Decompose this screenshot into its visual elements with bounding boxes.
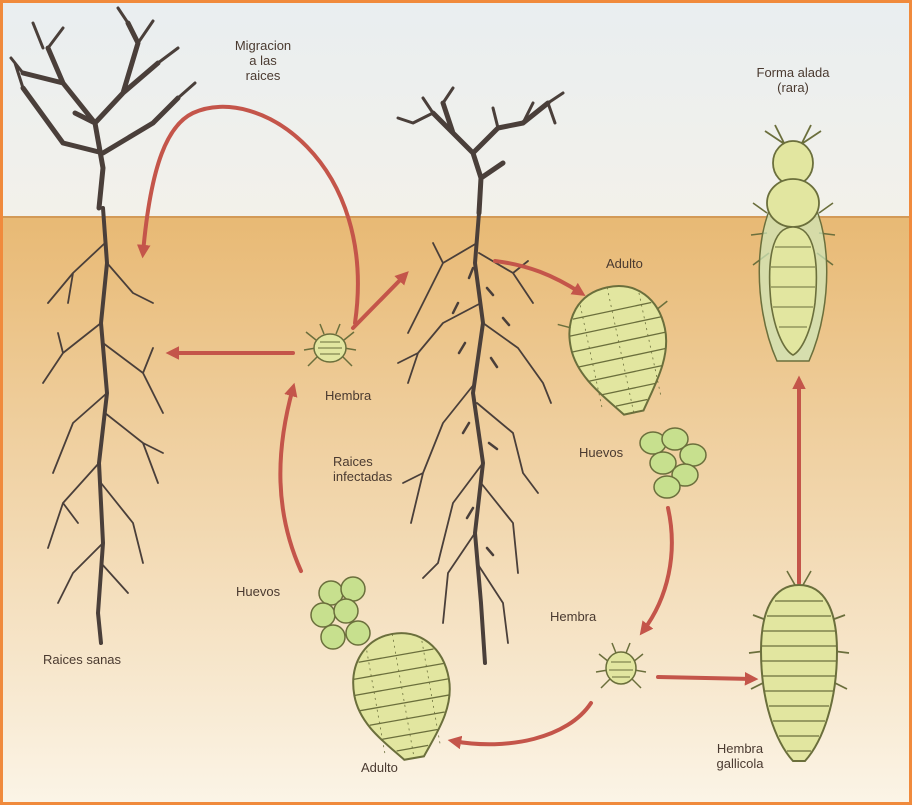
label-forma-alada: Forma alada (rara) [733, 65, 853, 95]
label-line: infectadas [333, 469, 392, 484]
label-raices-infectadas: Raices infectadas [333, 454, 392, 484]
label-line: raices [225, 68, 301, 83]
label-hembra-lower: Hembra [550, 609, 596, 624]
label-line: Hembra [700, 741, 780, 756]
arrow-female-to-gall-female [658, 677, 753, 679]
phylloxera-life-cycle-diagram [3, 3, 909, 802]
label-line: (rara) [733, 80, 853, 95]
sky [3, 3, 909, 218]
label-raices-sanas: Raices sanas [43, 652, 121, 667]
label-line: Migracion [225, 38, 301, 53]
label-adulto-top: Adulto [606, 256, 643, 271]
label-huevos-right: Huevos [579, 445, 623, 460]
label-hembra-gallicola: Hembra gallicola [700, 741, 780, 771]
label-huevos-left: Huevos [236, 584, 280, 599]
label-adulto-bottom: Adulto [361, 760, 398, 775]
label-line: Raices [333, 454, 392, 469]
label-hembra-center: Hembra [325, 388, 371, 403]
label-line: a las [225, 53, 301, 68]
label-migracion: Migracion a las raices [225, 38, 301, 83]
label-line: gallicola [700, 756, 780, 771]
label-line: Forma alada [733, 65, 853, 80]
